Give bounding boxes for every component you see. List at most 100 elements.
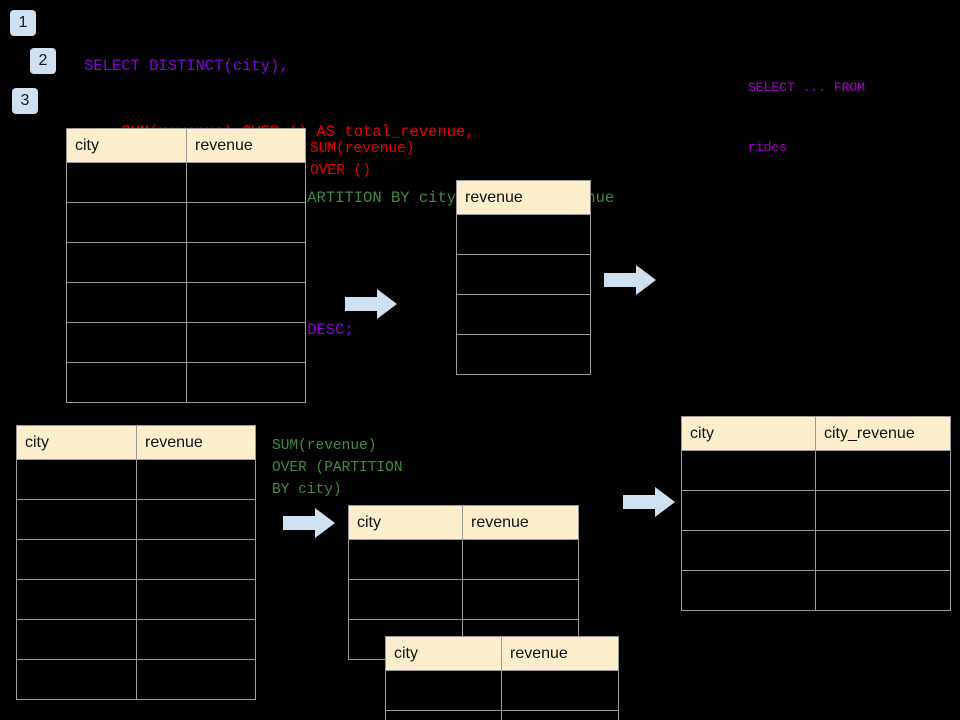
- table-header-row: city revenue: [66, 128, 306, 163]
- cell-city: [681, 570, 816, 611]
- cell-revenue: [136, 659, 256, 700]
- table-header-row: city revenue: [16, 425, 256, 460]
- table-row: [66, 282, 306, 323]
- cell-city: [348, 579, 463, 620]
- cell-city: [348, 539, 463, 580]
- cell-city: [66, 162, 187, 203]
- cell-city: [66, 322, 187, 363]
- table-row: [16, 579, 256, 620]
- table-header-row: city city_revenue: [681, 416, 951, 451]
- table-body: [456, 214, 591, 375]
- column-header-city: city: [681, 416, 816, 451]
- cell-revenue: [501, 670, 619, 711]
- table-total-revenue: revenue: [456, 180, 591, 375]
- sql-line-select: SELECT DISTINCT(city),: [84, 57, 289, 75]
- annotation-total-revenue: SUM(revenue) OVER (): [310, 141, 415, 179]
- column-header-revenue: revenue: [136, 425, 256, 460]
- cell-revenue: [136, 579, 256, 620]
- table-rides-source-top: city revenue: [66, 128, 306, 403]
- cell-revenue: [186, 282, 306, 323]
- cell-revenue: [462, 579, 579, 620]
- table-header-row: revenue: [456, 180, 591, 215]
- column-header-city: city: [66, 128, 187, 163]
- cell-revenue: [136, 499, 256, 540]
- cell-city: [385, 710, 502, 720]
- cell-revenue: [186, 242, 306, 283]
- cell-city: [681, 530, 816, 571]
- cell-revenue: [462, 539, 579, 580]
- table-row: [66, 242, 306, 283]
- cell-revenue: [136, 539, 256, 580]
- cell-revenue: [456, 214, 591, 255]
- table-row: [348, 539, 579, 580]
- cell-city: [681, 450, 816, 491]
- cell-city: [66, 242, 187, 283]
- table-row: [385, 670, 619, 711]
- cell-revenue: [456, 334, 591, 375]
- table-body: [385, 670, 619, 720]
- cell-revenue: [501, 710, 619, 720]
- arrow-right-icon-1: [345, 289, 397, 319]
- select-from-note: SELECT ... FROM rides: [748, 38, 865, 198]
- column-header-revenue: revenue: [462, 505, 579, 540]
- table-row: [16, 539, 256, 580]
- cell-city-revenue: [815, 450, 951, 491]
- table-row: [348, 579, 579, 620]
- annotation-city-revenue: SUM(revenue) OVER (PARTITION BY city): [272, 438, 403, 498]
- step-badge-2: 2: [30, 48, 56, 74]
- arrow-right-icon-4: [623, 487, 675, 517]
- table-rides-source-bottom: city revenue: [16, 425, 256, 700]
- column-header-city: city: [348, 505, 463, 540]
- table-body: [681, 450, 951, 611]
- column-header-revenue: revenue: [501, 636, 619, 671]
- table-row: [681, 570, 951, 611]
- cell-city-revenue: [815, 570, 951, 611]
- table-header-row: city revenue: [385, 636, 619, 671]
- cell-revenue: [186, 202, 306, 243]
- table-row: [16, 659, 256, 700]
- table-row: [66, 162, 306, 203]
- cell-city: [16, 459, 137, 500]
- step-badge-1: 1: [10, 10, 36, 36]
- cell-revenue: [186, 322, 306, 363]
- arrow-right-icon-2: [604, 265, 656, 295]
- table-partition-group-back: city revenue: [348, 505, 579, 660]
- arrow-right-icon-3: [283, 508, 335, 538]
- cell-city-revenue: [815, 490, 951, 531]
- column-header-city: city: [385, 636, 502, 671]
- table-row: [66, 202, 306, 243]
- column-header-city-revenue: city_revenue: [815, 416, 951, 451]
- cell-revenue: [186, 162, 306, 203]
- cell-city: [16, 539, 137, 580]
- column-header-city: city: [16, 425, 137, 460]
- table-row: [456, 334, 591, 375]
- cell-revenue: [136, 459, 256, 500]
- table-row: [16, 499, 256, 540]
- cell-city: [681, 490, 816, 531]
- table-row: [385, 710, 619, 720]
- cell-city: [16, 619, 137, 660]
- cell-city: [66, 362, 187, 403]
- cell-city-revenue: [815, 530, 951, 571]
- table-final-result: city city_revenue: [681, 416, 951, 611]
- table-body: [66, 162, 306, 403]
- step-badge-3: 3: [12, 88, 38, 114]
- table-row: [66, 322, 306, 363]
- table-row: [16, 619, 256, 660]
- select-from-note-line2: rides: [748, 140, 788, 155]
- table-row: [66, 362, 306, 403]
- table-row: [456, 254, 591, 295]
- column-header-revenue: revenue: [186, 128, 306, 163]
- cell-city: [16, 579, 137, 620]
- table-body: [16, 459, 256, 700]
- table-row: [681, 530, 951, 571]
- table-row: [456, 294, 591, 335]
- table-row: [681, 490, 951, 531]
- table-partition-group-front: city revenue: [385, 636, 619, 720]
- cell-city: [16, 659, 137, 700]
- column-header-revenue: revenue: [456, 180, 591, 215]
- table-header-row: city revenue: [348, 505, 579, 540]
- table-row: [16, 459, 256, 500]
- cell-city: [66, 282, 187, 323]
